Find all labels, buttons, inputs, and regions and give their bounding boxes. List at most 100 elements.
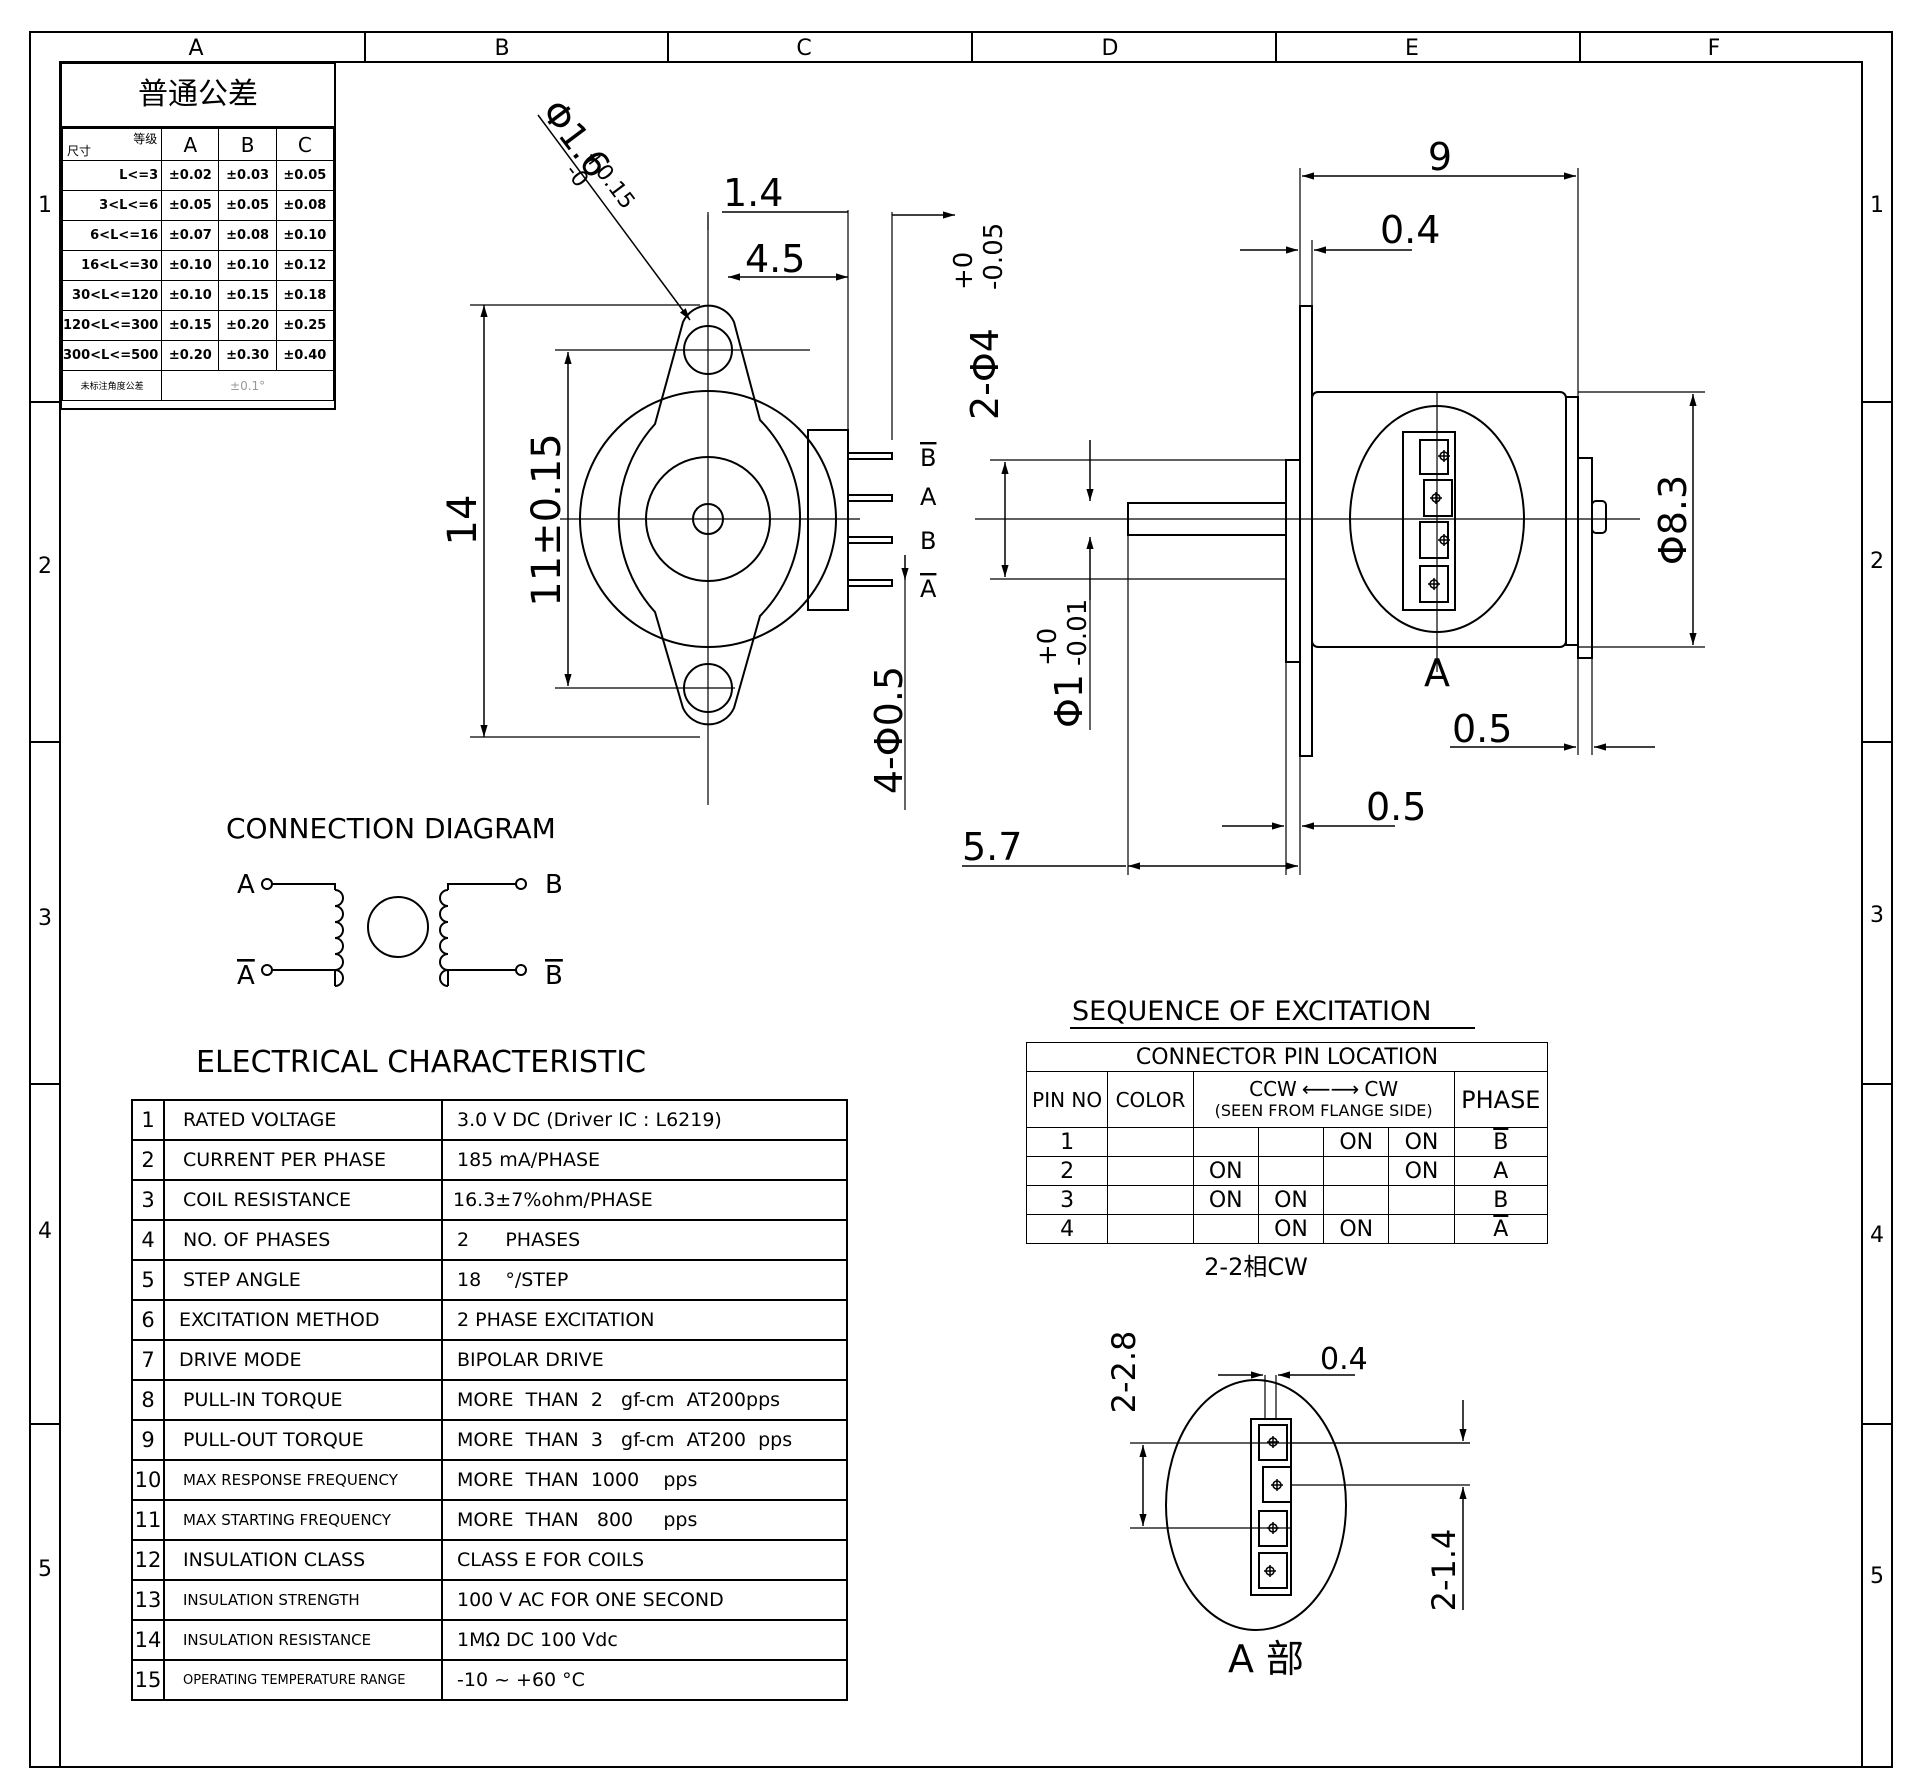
detail-dim-2-1-4: 2-1.4 (1425, 1529, 1463, 1612)
grade-a: A (161, 128, 220, 161)
step-2 (1257, 1156, 1325, 1186)
row-value: 16.3±7%ohm/PHASE (441, 1179, 848, 1221)
step-3 (1323, 1185, 1390, 1215)
row-number: 10 (131, 1459, 165, 1501)
col-seen: (SEEN FROM FLANGE SIDE) (1214, 1100, 1433, 1120)
pin-cross-marks (1264, 450, 1450, 1577)
table-row: 120<L<=300±0.15±0.20±0.25 (61, 310, 335, 341)
col-ccw: CCW (1249, 1076, 1297, 1101)
angle-value: ±0.1° (161, 370, 334, 401)
row-key: INSULATION STRENGTH (163, 1579, 443, 1621)
tol-c: ±0.40 (275, 340, 335, 371)
dim-2phi4-tol-upper: +0 (949, 252, 979, 290)
excitation-title: SEQUENCE OF EXCITATION (1072, 996, 1431, 1027)
pin-color (1107, 1156, 1194, 1186)
row-value: -10 ~ +60 °C (441, 1659, 848, 1701)
direction-arrow-icon: ⟵⟶ (1301, 1076, 1360, 1101)
pin-color (1107, 1127, 1194, 1157)
table-row: 1 ON ON B (1025, 1127, 1549, 1157)
col-pin: PIN NO (1025, 1071, 1109, 1128)
row-number: 9 (131, 1419, 165, 1461)
dim-phi1: Φ1 (1047, 674, 1091, 728)
grade-c: C (275, 128, 335, 161)
pin-no: 3 (1025, 1185, 1109, 1215)
corner-top: 等级 (133, 132, 158, 146)
corner-bottom: 尺寸 (67, 144, 92, 158)
tol-a: ±0.07 (161, 220, 220, 251)
row-number: 4 (131, 1219, 165, 1261)
dim-2phi4: 2-Φ4 (963, 328, 1007, 420)
table-row: 3<L<=6±0.05±0.05±0.08 (61, 190, 335, 221)
dim-1-4: 1.4 (723, 171, 783, 215)
row-key: NO. OF PHASES (163, 1219, 443, 1261)
row-key: COIL RESISTANCE (163, 1179, 443, 1221)
dim-11: 11±0.15 (524, 433, 570, 606)
pin-phase: A (1453, 1214, 1549, 1244)
grid-col-e: E (1405, 36, 1419, 61)
col-direction: CCW ⟵⟶ CW (SEEN FROM FLANGE SIDE) (1192, 1071, 1455, 1128)
step-2: ON (1257, 1185, 1325, 1215)
tol-b: ±0.30 (218, 340, 277, 371)
connection-title: CONNECTION DIAGRAM (226, 812, 556, 845)
table-row: 300<L<=500±0.20±0.30±0.40 (61, 340, 335, 371)
grid-row-3-left: 3 (38, 906, 52, 931)
tol-a: ±0.02 (161, 160, 220, 191)
row-value: 100 V AC FOR ONE SECOND (441, 1579, 848, 1621)
row-key: STEP ANGLE (163, 1259, 443, 1301)
grid-row-4-right: 4 (1870, 1223, 1884, 1248)
tol-b: ±0.03 (218, 160, 277, 191)
tol-b: ±0.08 (218, 220, 277, 251)
tolerance-corner: 等级 尺寸 (61, 128, 163, 161)
tol-range: 120<L<=300 (61, 310, 163, 341)
row-number: 15 (131, 1659, 165, 1701)
row-number: 2 (131, 1139, 165, 1181)
tol-range: 16<L<=30 (61, 250, 163, 281)
detail-label: A 部 (1228, 1637, 1304, 1681)
col-color: COLOR (1107, 1071, 1194, 1128)
grid-row-1-right: 1 (1870, 193, 1884, 218)
step-4: ON (1388, 1156, 1455, 1186)
grid-col-d: D (1102, 36, 1119, 61)
step-4 (1388, 1214, 1455, 1244)
tol-range: 30<L<=120 (61, 280, 163, 311)
step-2 (1257, 1127, 1325, 1157)
row-number: 1 (131, 1099, 165, 1141)
table-row: 4 ON ON A (1025, 1214, 1549, 1244)
tol-b: ±0.10 (218, 250, 277, 281)
row-number: 12 (131, 1539, 165, 1581)
front-view (470, 114, 955, 810)
table-row: L<=3±0.02±0.03±0.05 (61, 160, 335, 191)
step-1 (1192, 1214, 1259, 1244)
grid-row-4-left: 4 (38, 1219, 52, 1244)
table-row: 16<L<=30±0.10±0.10±0.12 (61, 250, 335, 281)
row-value: MORE THAN 3 gf-cm AT200 pps (441, 1419, 848, 1461)
tol-a: ±0.05 (161, 190, 220, 221)
connection-diagram (261, 878, 527, 987)
row-number: 11 (131, 1499, 165, 1541)
row-number: 7 (131, 1339, 165, 1381)
row-key: RATED VOLTAGE (163, 1099, 443, 1141)
step-4: ON (1388, 1127, 1455, 1157)
pin-label-a-bar: A (920, 575, 937, 603)
pin-no: 2 (1025, 1156, 1109, 1186)
grid-row-2-left: 2 (38, 554, 52, 579)
table-row: 2 ON ON A (1025, 1156, 1549, 1186)
row-value: 185 mA/PHASE (441, 1139, 848, 1181)
tol-range: L<=3 (61, 160, 163, 191)
tol-c: ±0.12 (275, 250, 335, 281)
pin-color (1107, 1185, 1194, 1215)
dim-9: 9 (1428, 135, 1452, 179)
tol-range: 6<L<=16 (61, 220, 163, 251)
step-4 (1388, 1185, 1455, 1215)
pin-phase: B (1453, 1127, 1549, 1157)
row-number: 6 (131, 1299, 165, 1341)
